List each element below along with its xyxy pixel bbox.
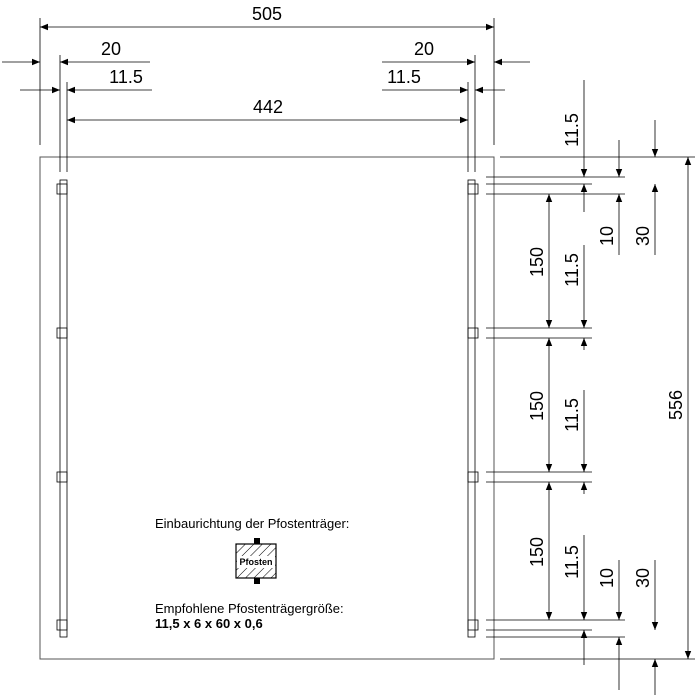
dim-top-small: 10 bbox=[597, 226, 617, 246]
right-extension-lines bbox=[486, 156, 695, 660]
dim-bottom-small: 10 bbox=[597, 568, 617, 588]
right-post bbox=[467, 179, 479, 638]
dim-overall-width: 505 bbox=[252, 4, 282, 24]
dim-overall-height: 556 bbox=[666, 390, 686, 420]
dim-spacing-2: 150 bbox=[527, 391, 547, 421]
post-bracket-icon: Pfosten bbox=[235, 538, 277, 584]
dim-bottom-large: 30 bbox=[633, 568, 653, 588]
dim-left-inset: 11.5 bbox=[109, 67, 143, 87]
icon-label: Pfosten bbox=[239, 557, 272, 567]
dim-spacing-1: 150 bbox=[527, 247, 547, 277]
dim-top-inset: 11.5 bbox=[562, 113, 582, 147]
left-post bbox=[56, 179, 68, 638]
dim-left-offset: 20 bbox=[101, 39, 121, 59]
dim-spacing-2-inset: 11.5 bbox=[562, 398, 582, 432]
dim-spacing-3-inset: 11.5 bbox=[562, 545, 582, 579]
dim-right-inset: 11.5 bbox=[387, 67, 421, 87]
panel-outline bbox=[39, 156, 495, 660]
top-extension-lines bbox=[39, 18, 495, 172]
dim-spacing-1-inset: 11.5 bbox=[562, 253, 582, 287]
dim-top-large: 30 bbox=[633, 226, 653, 246]
note-mounting-direction: Einbaurichtung der Pfostenträger: bbox=[155, 516, 349, 531]
dim-right-offset: 20 bbox=[414, 39, 434, 59]
note-recommended-size-value: 11,5 x 6 x 60 x 0,6 bbox=[155, 616, 263, 631]
dim-inner-width: 442 bbox=[253, 97, 283, 117]
dim-spacing-3: 150 bbox=[527, 537, 547, 567]
note-recommended-size-label: Empfohlene Pfostenträgergröße: bbox=[155, 601, 344, 616]
